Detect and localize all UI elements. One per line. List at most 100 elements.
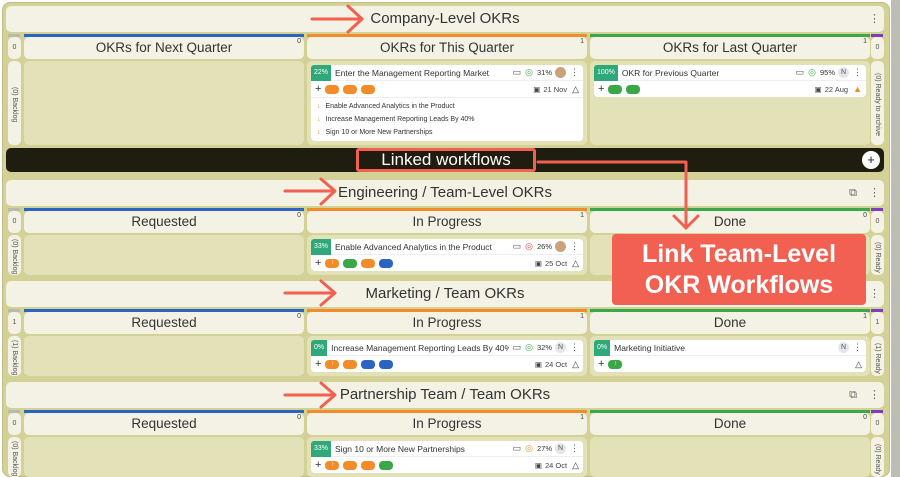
tag[interactable]	[343, 258, 358, 268]
card-top-row: 0%Increase Management Reporting Leads By…	[311, 339, 583, 356]
avatar[interactable]: N	[555, 443, 566, 454]
warning-icon[interactable]: △	[572, 257, 579, 268]
more-icon[interactable]: ⋮	[570, 443, 579, 453]
external-link-icon[interactable]: ⧉	[849, 389, 857, 401]
tag-arrow-up[interactable]: ↑	[325, 460, 340, 470]
scrollbar[interactable]	[891, 0, 900, 477]
tag-arrow-up[interactable]: ↑	[325, 258, 340, 268]
more-icon[interactable]: ⋮	[869, 288, 880, 300]
avatar[interactable]: N	[555, 342, 566, 353]
plus-icon[interactable]: +	[862, 151, 880, 169]
ready-lane[interactable]: (0) Ready	[871, 437, 884, 477]
child-item[interactable]: ↓Enable Advanced Analytics in the Produc…	[311, 100, 583, 113]
description-icon[interactable]: ▭	[795, 67, 805, 77]
more-icon[interactable]: ⋮	[853, 342, 862, 352]
due-date[interactable]: ▣24 Oct	[535, 360, 567, 369]
due-date[interactable]: ▣21 Nov	[533, 85, 567, 94]
card-title[interactable]: Enter the Management Reporting Market	[335, 67, 490, 78]
add-icon[interactable]: +	[315, 257, 322, 269]
more-icon[interactable]: ⋮	[853, 67, 862, 77]
child-item[interactable]: ↓Sign 10 or More New Partnerships	[311, 126, 583, 139]
warning-icon[interactable]: ▲	[853, 84, 862, 94]
description-icon[interactable]: ▭	[512, 241, 522, 251]
card[interactable]: 22%Enter the Management Reporting Market…	[311, 64, 583, 141]
section-header[interactable]: Partnership Team / Team OKRs⧉⋮	[6, 382, 884, 408]
tag[interactable]	[361, 84, 376, 94]
add-icon[interactable]: +	[598, 358, 605, 370]
tag[interactable]	[379, 359, 394, 369]
card[interactable]: 33%Sign 10 or More New Partnerships▭◎27%…	[311, 440, 583, 473]
tag-arrow-up[interactable]: ↑	[325, 359, 340, 369]
card-title[interactable]: OKR for Previous Quarter	[621, 67, 720, 78]
add-icon[interactable]: +	[598, 83, 605, 95]
tag[interactable]	[379, 258, 394, 268]
tag[interactable]	[343, 460, 358, 470]
add-icon[interactable]: +	[315, 83, 322, 95]
tag[interactable]	[361, 258, 376, 268]
card-title[interactable]: Enable Advanced Analytics in the Product	[335, 241, 492, 252]
more-icon[interactable]: ⋮	[570, 241, 579, 251]
add-icon[interactable]: +	[315, 459, 322, 471]
card-title[interactable]: Increase Management Reporting Leads By 4…	[331, 342, 509, 353]
ready-lane[interactable]: (1) Ready	[871, 336, 884, 376]
more-icon[interactable]: ⋮	[570, 342, 579, 352]
section-header[interactable]: Company-Level OKRs⋮	[6, 6, 884, 32]
warning-icon[interactable]: △	[572, 358, 579, 369]
description-icon[interactable]: ▭	[512, 342, 522, 352]
card[interactable]: 100%OKR for Previous Quarter▭◎95%N⋮+▣22 …	[594, 64, 866, 97]
avatar[interactable]: N	[838, 67, 849, 78]
card[interactable]: 33%Enable Advanced Analytics in the Prod…	[311, 238, 583, 271]
add-icon[interactable]: +	[315, 358, 322, 370]
ready-lane[interactable]: (0) Ready	[871, 235, 884, 275]
tag[interactable]	[626, 84, 641, 94]
avatar[interactable]	[555, 241, 566, 252]
tag[interactable]	[325, 84, 340, 94]
more-icon[interactable]: ⋮	[570, 67, 579, 77]
tag[interactable]	[343, 84, 358, 94]
child-item[interactable]: ↓Increase Management Reporting Leads By …	[311, 113, 583, 126]
backlog-lane[interactable]: (0) Backlog	[8, 61, 21, 145]
backlog-lane[interactable]: (0) Backlog	[8, 437, 21, 477]
card[interactable]: 0%Increase Management Reporting Leads By…	[311, 339, 583, 372]
due-date[interactable]: ▣22 Aug	[815, 85, 848, 94]
ready-lane[interactable]: (0) Ready to archive	[871, 61, 884, 145]
due-date[interactable]: ▣25 Oct	[535, 259, 567, 268]
more-icon[interactable]: ⋮	[869, 389, 880, 401]
tag-arrow-up[interactable]: ↑	[608, 359, 623, 369]
tag[interactable]	[608, 84, 623, 94]
section-header[interactable]: Engineering / Team-Level OKRs⧉⋮	[6, 180, 884, 206]
more-icon[interactable]: ⋮	[869, 13, 880, 25]
backlog-lane[interactable]: (0) Backlog	[8, 235, 21, 275]
card-title[interactable]: Sign 10 or More New Partnerships	[335, 443, 465, 454]
avatar[interactable]	[555, 67, 566, 78]
description-icon[interactable]: ▭	[512, 67, 522, 77]
avatar[interactable]: N	[838, 342, 849, 353]
backlog-lane[interactable]: (1) Backlog	[8, 336, 21, 376]
tag[interactable]	[379, 460, 394, 470]
warning-icon[interactable]: △	[572, 83, 579, 94]
section-title: Marketing / Team OKRs	[365, 285, 525, 302]
more-icon[interactable]: ⋮	[869, 187, 880, 199]
warning-icon[interactable]: △	[572, 459, 579, 470]
external-link-icon[interactable]: ⧉	[849, 187, 857, 199]
warning-icon[interactable]: △	[855, 358, 862, 369]
tag[interactable]	[361, 359, 376, 369]
description-icon[interactable]: ▭	[512, 443, 522, 453]
tag[interactable]	[343, 359, 358, 369]
due-date[interactable]: ▣24 Oct	[535, 461, 567, 470]
card-title[interactable]: Marketing Initiative	[614, 342, 685, 353]
tag[interactable]	[361, 460, 376, 470]
